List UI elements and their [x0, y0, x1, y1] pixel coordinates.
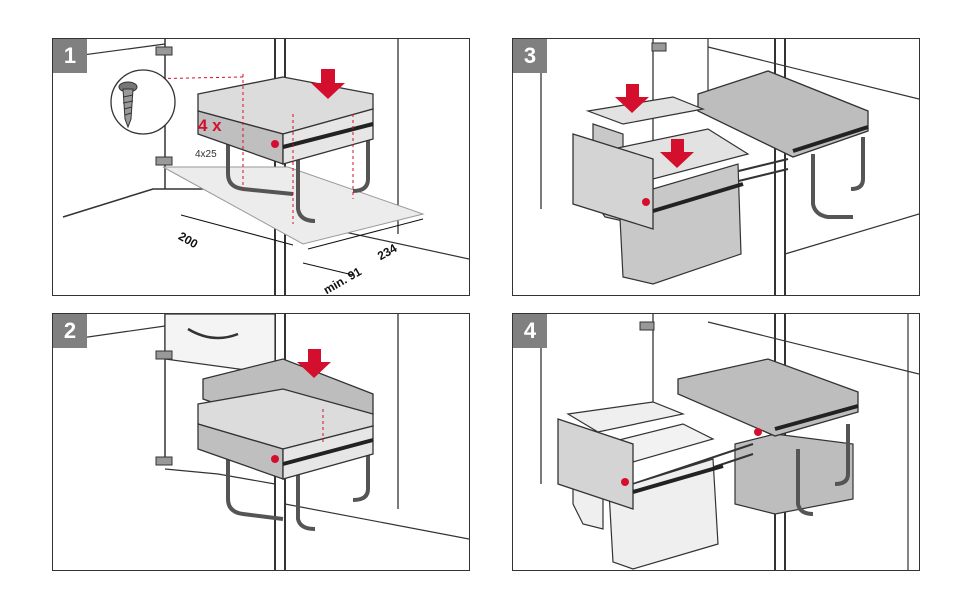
down-arrow-icon — [660, 139, 694, 168]
step-panel-1: 1 4 x 4x25 200 234 min. 91 — [52, 38, 470, 296]
step-number: 3 — [513, 39, 547, 73]
down-arrow-icon — [297, 349, 331, 378]
screw-size: 4x25 — [195, 149, 217, 160]
step-panel-3: 3 — [512, 38, 920, 296]
step-4-illustration — [540, 314, 919, 570]
down-arrow-icon — [615, 84, 649, 113]
step-panel-2: 2 — [52, 313, 470, 571]
step-2-illustration — [53, 314, 469, 570]
screw-count: 4 x — [198, 116, 222, 135]
step-number: 1 — [53, 39, 87, 73]
step-number: 4 — [513, 314, 547, 348]
down-arrow-icon — [311, 69, 345, 99]
step-panel-4: 4 — [512, 313, 920, 571]
step-3-illustration — [540, 39, 919, 295]
step-1-illustration — [53, 39, 469, 295]
screw-icon — [118, 81, 138, 129]
step-number: 2 — [53, 314, 87, 348]
